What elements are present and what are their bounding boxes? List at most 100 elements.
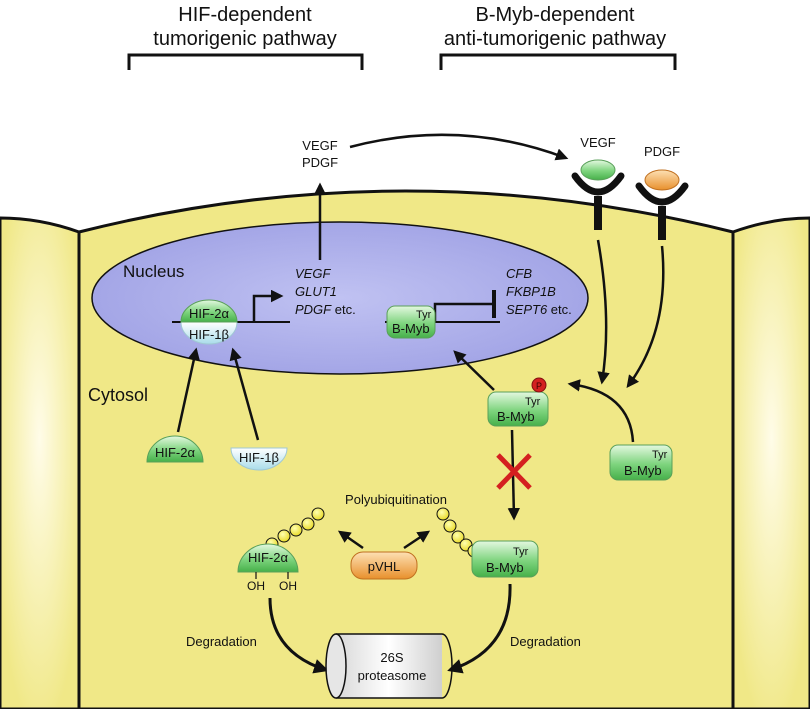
hif-complex-nuclear: HIF-2α HIF-1β — [180, 299, 238, 345]
bmyb-nuclear-tyr: Tyr — [416, 309, 432, 321]
hif2a-nuclear — [180, 299, 238, 323]
hif-pathway-header: HIF-dependent tumorigenic pathway — [127, 4, 364, 70]
hif2a-cytosolic-shape — [146, 435, 204, 463]
pvhl: pVHL — [350, 551, 418, 580]
hif1b-import-arrow — [229, 347, 260, 441]
proteasome-body — [336, 634, 442, 698]
phospho-bmyb-body — [487, 391, 549, 427]
vegf-signal-arrow — [596, 239, 610, 385]
paracrine-arrow — [349, 133, 569, 161]
hif-header-line2: tumorigenic pathway — [153, 28, 336, 50]
bmyb-cytosolic-right-tyr: Tyr — [652, 449, 668, 461]
hif1b-cytosolic-label: HIF-1β — [239, 450, 279, 465]
pdgf-receptor-cup — [635, 182, 689, 206]
pdgf-receptor: PDGF — [635, 144, 689, 240]
gene-cfb: CFB — [506, 266, 532, 281]
gene-fkbp1b: FKBP1B — [506, 284, 556, 299]
vegf-receptor-label: VEGF — [580, 135, 615, 150]
bmyb-ubiquitinated-tyr: Tyr — [513, 546, 529, 558]
proteasome-label-1: 26S — [380, 650, 403, 665]
left-neighbor-cell — [0, 216, 81, 709]
proteasome-label-2: proteasome — [358, 668, 427, 683]
ubiquitin — [443, 519, 457, 533]
ubiquitin — [301, 517, 315, 531]
ubiquitin — [311, 507, 325, 521]
bmyb-cytosolic-right-body — [609, 444, 673, 481]
bmyb-degradation-arrow — [447, 583, 512, 674]
gene-sept6-etc: etc. — [547, 302, 572, 317]
phospho-group-label: P — [536, 381, 542, 391]
hif2a-import-arrow — [176, 347, 200, 433]
transcription-activation-arrow — [252, 289, 284, 322]
block-cross — [496, 453, 532, 490]
bmyb-nuclear-label: B-Myb — [392, 321, 430, 336]
hif1b-cytosolic: HIF-1β — [230, 447, 288, 471]
degradation-right-label: Degradation — [510, 634, 581, 649]
hif2a-hydroxylated-label: HIF-2α — [248, 550, 289, 565]
gene-vegf: VEGF — [295, 266, 331, 281]
pvhl-to-bmyb-arrow — [403, 530, 431, 550]
bmyb-pathway-header: B-Myb-dependent anti-tumorigenic pathway — [439, 4, 677, 70]
pvhl-label: pVHL — [368, 559, 401, 574]
hif2a-cytosolic: HIF-2α — [146, 435, 204, 463]
ubiquitin — [451, 530, 465, 544]
block-cross-stroke-2 — [496, 453, 532, 490]
bmyb-cytosolic-right-label: B-Myb — [624, 463, 662, 478]
phosphorylation-arrow — [567, 379, 635, 443]
hif-header-bracket — [127, 53, 364, 70]
bmyb-header-bracket — [439, 53, 677, 70]
bmyb-target-genes: CFB FKBP1B SEPT6 etc. — [506, 266, 572, 317]
secreted-vegf: VEGF — [302, 138, 337, 153]
bmyb-ubiquitinated: Tyr B-Myb — [471, 540, 539, 578]
ubiquitin — [436, 507, 450, 521]
bmyb-ubiquitinated-label: B-Myb — [486, 560, 524, 575]
pdgf-ligand — [644, 169, 680, 191]
hif2a-cytosolic-label: HIF-2α — [155, 445, 196, 460]
right-neighbor-cell — [731, 216, 810, 709]
oh-group-1: OH — [247, 579, 265, 593]
hif1b-nuclear — [180, 321, 238, 345]
pvhl-body — [350, 551, 418, 580]
phospho-group — [531, 377, 547, 393]
polyubiquitination-label: Polyubiquitination — [345, 492, 447, 507]
degradation-left-label: Degradation — [186, 634, 257, 649]
hif2a-nuclear-label: HIF-2α — [189, 306, 230, 321]
pdgf-receptor-label: PDGF — [644, 144, 680, 159]
phospho-bmyb: P Tyr B-Myb — [487, 377, 549, 427]
vegf-receptor: VEGF — [571, 135, 625, 230]
oh-group-2: OH — [279, 579, 297, 593]
gene-pdgf-etc: etc. — [331, 302, 356, 317]
bmyb-header-line2: anti-tumorigenic pathway — [444, 28, 666, 50]
gene-pdgf: PDGF — [295, 302, 332, 317]
hif2a-hydroxylated-shape — [237, 543, 299, 573]
phospho-bmyb-label: B-Myb — [497, 409, 535, 424]
bmyb-header-line1: B-Myb-dependent — [476, 4, 635, 26]
hif-target-genes: VEGF GLUT1 PDGF etc. — [295, 266, 356, 317]
hif2a-hydroxylated: HIF-2α OH OH — [237, 543, 299, 593]
pdgf-signal-arrow — [626, 245, 665, 389]
nucleus-label: Nucleus — [123, 262, 184, 281]
gene-sept6: SEPT6 — [506, 302, 548, 317]
hif1b-cytosolic-shape — [230, 447, 288, 471]
vegf-receptor-cup — [571, 172, 625, 196]
proteasome-right-cap — [441, 633, 453, 699]
hif-header-line1: HIF-dependent — [178, 4, 312, 26]
bmyb-nuclear-import-arrow — [453, 350, 495, 391]
gene-sept6-line: SEPT6 etc. — [506, 302, 572, 317]
hif1b-nuclear-label: HIF-1β — [189, 327, 229, 342]
gene-glut1: GLUT1 — [295, 284, 337, 299]
vegf-ligand — [580, 159, 616, 181]
ubiquitin — [277, 529, 291, 543]
bmyb-cytosolic-right: Tyr B-Myb — [609, 444, 673, 481]
ubiquitin — [289, 523, 303, 537]
proteasome-left-cap — [325, 633, 347, 699]
proteasome: 26S proteasome — [325, 633, 453, 699]
pvhl-to-hif-arrow — [337, 530, 364, 550]
bmyb-nuclear: Tyr B-Myb — [386, 305, 436, 339]
cytosol-label: Cytosol — [88, 385, 148, 405]
bmyb-ubiquitinated-body — [471, 540, 539, 578]
hif-degradation-arrow — [268, 597, 329, 674]
secreted-pdgf: PDGF — [302, 155, 338, 170]
gene-pdgf-line: PDGF etc. — [295, 302, 356, 317]
